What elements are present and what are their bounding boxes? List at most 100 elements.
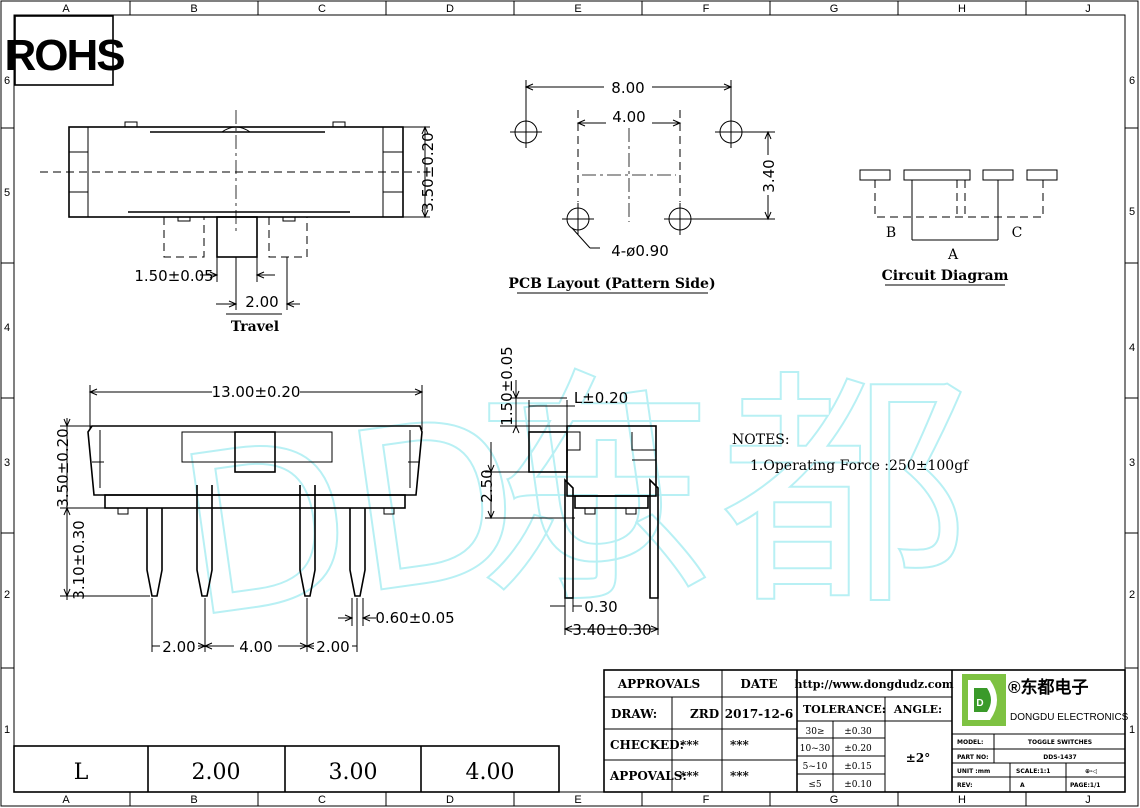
tb-angle-value: ±2°	[906, 751, 930, 765]
circuit-label-c: C	[1012, 225, 1023, 241]
tb-checked-by: ***	[680, 738, 700, 752]
row-label-right: 2	[1129, 589, 1135, 601]
col-label-top: E	[574, 3, 581, 15]
top-view: 3.50±0.20 1.50±0.05 2.00 Travel	[40, 110, 437, 335]
col-label-bottom: C	[318, 794, 326, 806]
row-label-right: 3	[1129, 457, 1135, 469]
tb-draw-date: 2017-12-6	[725, 707, 793, 721]
tb-url: http://www.dongdudz.com	[795, 678, 954, 691]
col-label-bottom: A	[62, 794, 70, 806]
circuit-caption: Circuit Diagram	[882, 268, 1009, 284]
pcb-hole-dim: 4-ø0.90	[611, 242, 669, 260]
tb-checked-label: CHECKED:	[610, 738, 684, 752]
tb-appovals-date: ***	[730, 769, 750, 783]
col-label-bottom: D	[446, 794, 454, 806]
tb-model-value: TOGGLE SWITCHES	[1028, 739, 1092, 746]
col-label-top: J	[1085, 3, 1091, 15]
tb-tolerance-label: TOLERANCE:	[803, 703, 886, 716]
col-label-top: D	[446, 3, 454, 15]
l-table-value: 4.00	[466, 760, 515, 785]
top-height-dim: 3.50±0.20	[419, 132, 437, 211]
tb-rev-value: A	[1020, 782, 1025, 789]
front-view: 13.00±0.20 3.50±0.20 3.10±0.30 0.60±0.05…	[54, 383, 455, 656]
front-width-dim: 13.00±0.20	[212, 383, 301, 401]
row-label-left: 6	[4, 75, 10, 87]
side-width-dim: 3.40±0.30	[572, 621, 651, 639]
row-label-right: 6	[1129, 75, 1135, 87]
col-label-top: B	[190, 3, 197, 15]
logo-letter: D	[976, 698, 983, 709]
l-table-value: 2.00	[192, 760, 241, 785]
circuit-label-b: B	[886, 225, 896, 241]
rohs-box	[14, 15, 114, 86]
tb-model-label: MODEL:	[957, 739, 983, 746]
side-thickness-dim: 0.30	[584, 598, 617, 616]
row-label-right: 4	[1129, 342, 1135, 354]
pcb-outer-dim: 8.00	[611, 79, 644, 97]
tb-tol-value: ±0.15	[844, 762, 872, 772]
row-label-left: 3	[4, 457, 10, 469]
tb-projection: ⊕-◁	[1085, 768, 1098, 775]
tb-tol-value: ±0.10	[844, 780, 872, 790]
col-label-top: C	[318, 3, 326, 15]
tb-angle-label: ANGLE:	[893, 703, 942, 716]
tb-part-label: PART NO:	[957, 754, 989, 761]
tb-tol-range: 30≥	[806, 727, 825, 737]
tb-page: PAGE:1/1	[1070, 782, 1100, 789]
col-label-bottom: J	[1085, 794, 1091, 806]
col-label-top: H	[958, 3, 966, 15]
travel-caption: Travel	[231, 319, 279, 335]
col-label-bottom: B	[190, 794, 197, 806]
col-label-bottom: E	[574, 794, 581, 806]
circuit-diagram: B A C Circuit Diagram	[859, 169, 1058, 286]
col-label-bottom: F	[703, 794, 710, 806]
travel-dim: 2.00	[245, 293, 278, 311]
front-pitch-1: 2.00	[162, 638, 195, 656]
tb-tol-range: 10~30	[800, 744, 831, 754]
front-pitch-3: 2.00	[316, 638, 349, 656]
company-name-cn: ®东都电子	[1008, 677, 1089, 697]
tb-approvals-header: APPROVALS	[617, 677, 700, 691]
watermark: DDU 东都	[163, 343, 971, 668]
pcb-inner-dim: 4.00	[612, 108, 645, 126]
tb-tol-value: ±0.30	[844, 727, 872, 737]
tb-appovals-label: APPOVALS:	[609, 769, 687, 783]
tb-tol-range: ≤5	[808, 780, 822, 790]
side-height-dim: 2.50	[478, 469, 496, 502]
tb-draw-label: DRAW:	[611, 707, 657, 721]
company-logo: D	[962, 674, 1006, 726]
col-label-bottom: H	[958, 794, 966, 806]
tb-tol-value: ±0.20	[844, 744, 872, 754]
front-body-height-dim: 3.50±0.20	[54, 428, 72, 507]
tb-scale: SCALE:1:1	[1016, 768, 1050, 775]
l-table-label: L	[74, 760, 89, 785]
notes-item: 1.Operating Force :250±100gf	[750, 458, 970, 474]
side-view: 1.50±0.05 L±0.20 2.50 0.30 3.40±0.30	[478, 346, 660, 639]
front-pin-length-dim: 3.10±0.30	[70, 520, 88, 599]
tb-date-header: DATE	[740, 677, 777, 691]
row-label-left: 1	[4, 724, 10, 736]
tb-checked-date: ***	[730, 738, 750, 752]
row-label-left: 5	[4, 187, 10, 199]
row-label-right: 5	[1129, 206, 1135, 218]
tb-unit: UNIT :mm	[957, 768, 990, 775]
circuit-label-a: A	[947, 247, 959, 263]
row-label-right: 1	[1129, 724, 1135, 736]
l-table: L 2.00 3.00 4.00	[13, 745, 560, 793]
row-label-left: 4	[4, 322, 10, 334]
tb-part-value: DDS-1437	[1043, 754, 1076, 761]
knob-width-dim: 1.50±0.05	[134, 267, 213, 285]
company-name-en: DONGDU ELECTRONICS	[1010, 712, 1129, 723]
col-label-top: G	[830, 3, 839, 15]
tb-tol-range: 5~10	[803, 762, 828, 772]
side-knob-height-dim: 1.50±0.05	[498, 346, 516, 425]
front-pitch-2: 4.00	[239, 638, 272, 656]
row-label-left: 2	[4, 589, 10, 601]
tb-draw-by: ZRD	[690, 707, 719, 721]
tb-rev-label: REV:	[957, 782, 973, 789]
l-table-value: 3.00	[329, 760, 378, 785]
tb-appovals-by: ***	[680, 769, 700, 783]
